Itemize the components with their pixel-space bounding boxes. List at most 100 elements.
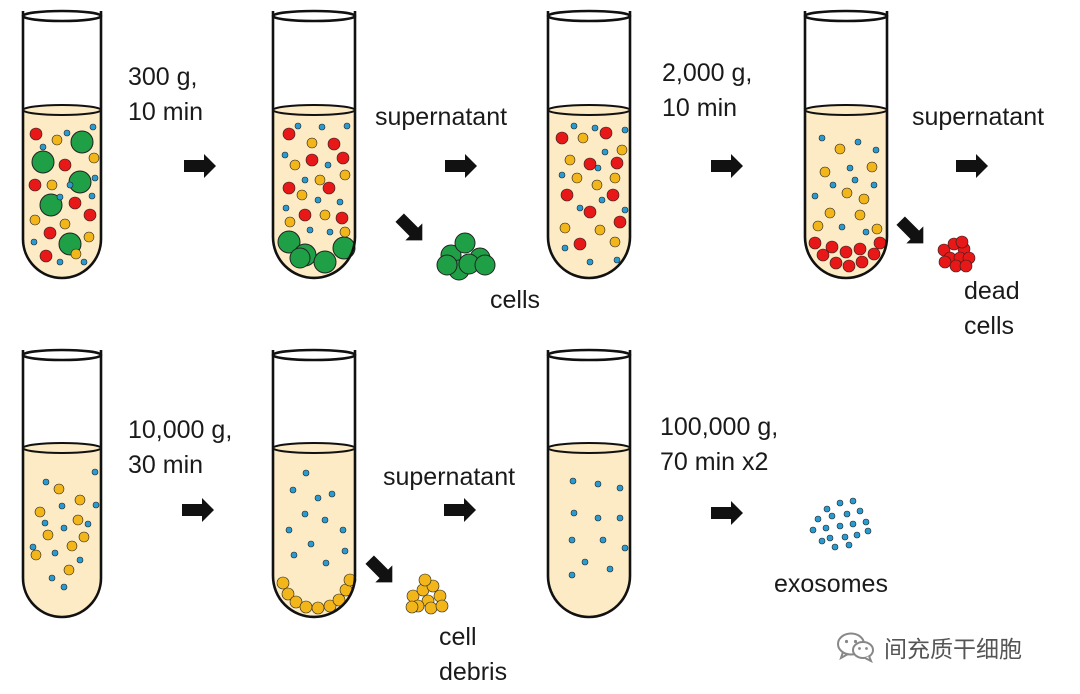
exosome-particle [76, 556, 84, 564]
exosome-particle [91, 174, 99, 182]
exosome-particle [606, 565, 614, 573]
exosome-particle [39, 143, 47, 151]
exosome-particle [613, 256, 621, 264]
exosome-particle [92, 501, 100, 509]
cell-particle [277, 230, 301, 254]
liquid [548, 448, 630, 617]
exosome-particle [56, 258, 64, 266]
debris-particle [609, 236, 621, 248]
exosome-particle [570, 122, 578, 130]
exosome-particle [89, 123, 97, 131]
tube-outline [271, 11, 357, 280]
exosome-particle [872, 146, 880, 154]
exosome-particle [281, 151, 289, 159]
exosome-particle [621, 544, 629, 552]
arrow-100000g-icon [711, 501, 743, 525]
dead-cell-particle [599, 126, 613, 140]
exosome-particle [568, 571, 576, 579]
debris-particle [46, 179, 58, 191]
exosomes-label: exosomes [774, 570, 888, 598]
exosome-particle [818, 134, 826, 142]
exosome-particle [326, 228, 334, 236]
exosome-particle [66, 181, 74, 189]
debris-particle [319, 209, 331, 221]
cell-particle [313, 250, 337, 274]
debris-particle [72, 514, 84, 526]
tube-outline [546, 11, 632, 280]
exosome-particle [339, 526, 347, 534]
dead-cell-particle [829, 256, 843, 270]
debris-particle [609, 172, 621, 184]
tube-2-after-300g [271, 9, 357, 280]
tube-7-supernatant-3 [546, 348, 632, 619]
cell-debris-label: cell debris [439, 623, 508, 686]
exosome-particle [301, 176, 309, 184]
debris-particle [424, 601, 438, 615]
tube-outline [803, 11, 889, 280]
liquid [548, 110, 630, 278]
debris-particle [63, 564, 75, 576]
tube-3-supernatant-1 [546, 9, 632, 280]
exosome-particle [88, 192, 96, 200]
debris-particle [66, 540, 78, 552]
exosome-particle [616, 514, 624, 522]
tube-contents [276, 469, 357, 615]
debris-particle [559, 222, 571, 234]
cell-particle [31, 150, 55, 174]
debris-particle [564, 154, 576, 166]
debris-particle [74, 494, 86, 506]
debris-particle [871, 223, 883, 235]
tube-outline [271, 350, 357, 619]
exosome-particle [558, 171, 566, 179]
dead-cell-particle [298, 208, 312, 222]
cell-particle [68, 170, 92, 194]
exosome-particle [42, 478, 50, 486]
exosome-particle [621, 126, 629, 134]
watermark-text: 间充质干细胞 [884, 636, 1022, 662]
tube-6-after-10000g [271, 348, 357, 619]
exosome-particle [302, 469, 310, 477]
supernatant-label-2: supernatant [912, 103, 1045, 131]
debris-particle [594, 224, 606, 236]
debris-particle [289, 159, 301, 171]
debris-particle [418, 573, 432, 587]
liquid-surface [22, 442, 102, 454]
exosome-particle [60, 583, 68, 591]
exosome-particle [594, 164, 602, 172]
dead-cell-particle [613, 215, 627, 229]
debris-particle [29, 214, 41, 226]
tube-rim [803, 9, 889, 23]
exosome-particle [594, 514, 602, 522]
exosome-particle [290, 551, 298, 559]
tube-rim [271, 348, 357, 362]
debris-particle [854, 209, 866, 221]
wechat-icon [837, 632, 874, 663]
exosome-particle [822, 524, 830, 532]
debris-particle [332, 593, 346, 607]
exosome-particle [851, 176, 859, 184]
exosome-particle [836, 522, 844, 530]
exosome-particle [870, 181, 878, 189]
exosome-particle [51, 549, 59, 557]
arrow-2000g-icon [711, 154, 743, 178]
dead-cell-particle [43, 226, 57, 240]
exosome-particle [841, 533, 849, 541]
exosome-particle [56, 193, 64, 201]
dead-cell-particle [282, 127, 296, 141]
dead-cell-particle [816, 248, 830, 262]
exosome-particle [336, 198, 344, 206]
dead-cell-particle [955, 235, 969, 249]
dead-cell-particle [327, 137, 341, 151]
exosome-particle [849, 497, 857, 505]
dead-cell-particle [808, 236, 822, 250]
cell-particle [474, 254, 496, 276]
dead-cell-particle [853, 242, 867, 256]
tube-contents [568, 477, 629, 579]
debris-particle [405, 600, 419, 614]
debris-particle [591, 179, 603, 191]
tube-contents [555, 122, 629, 266]
exosome-particle [80, 258, 88, 266]
exosome-particle [576, 204, 584, 212]
exosome-particle [856, 507, 864, 515]
